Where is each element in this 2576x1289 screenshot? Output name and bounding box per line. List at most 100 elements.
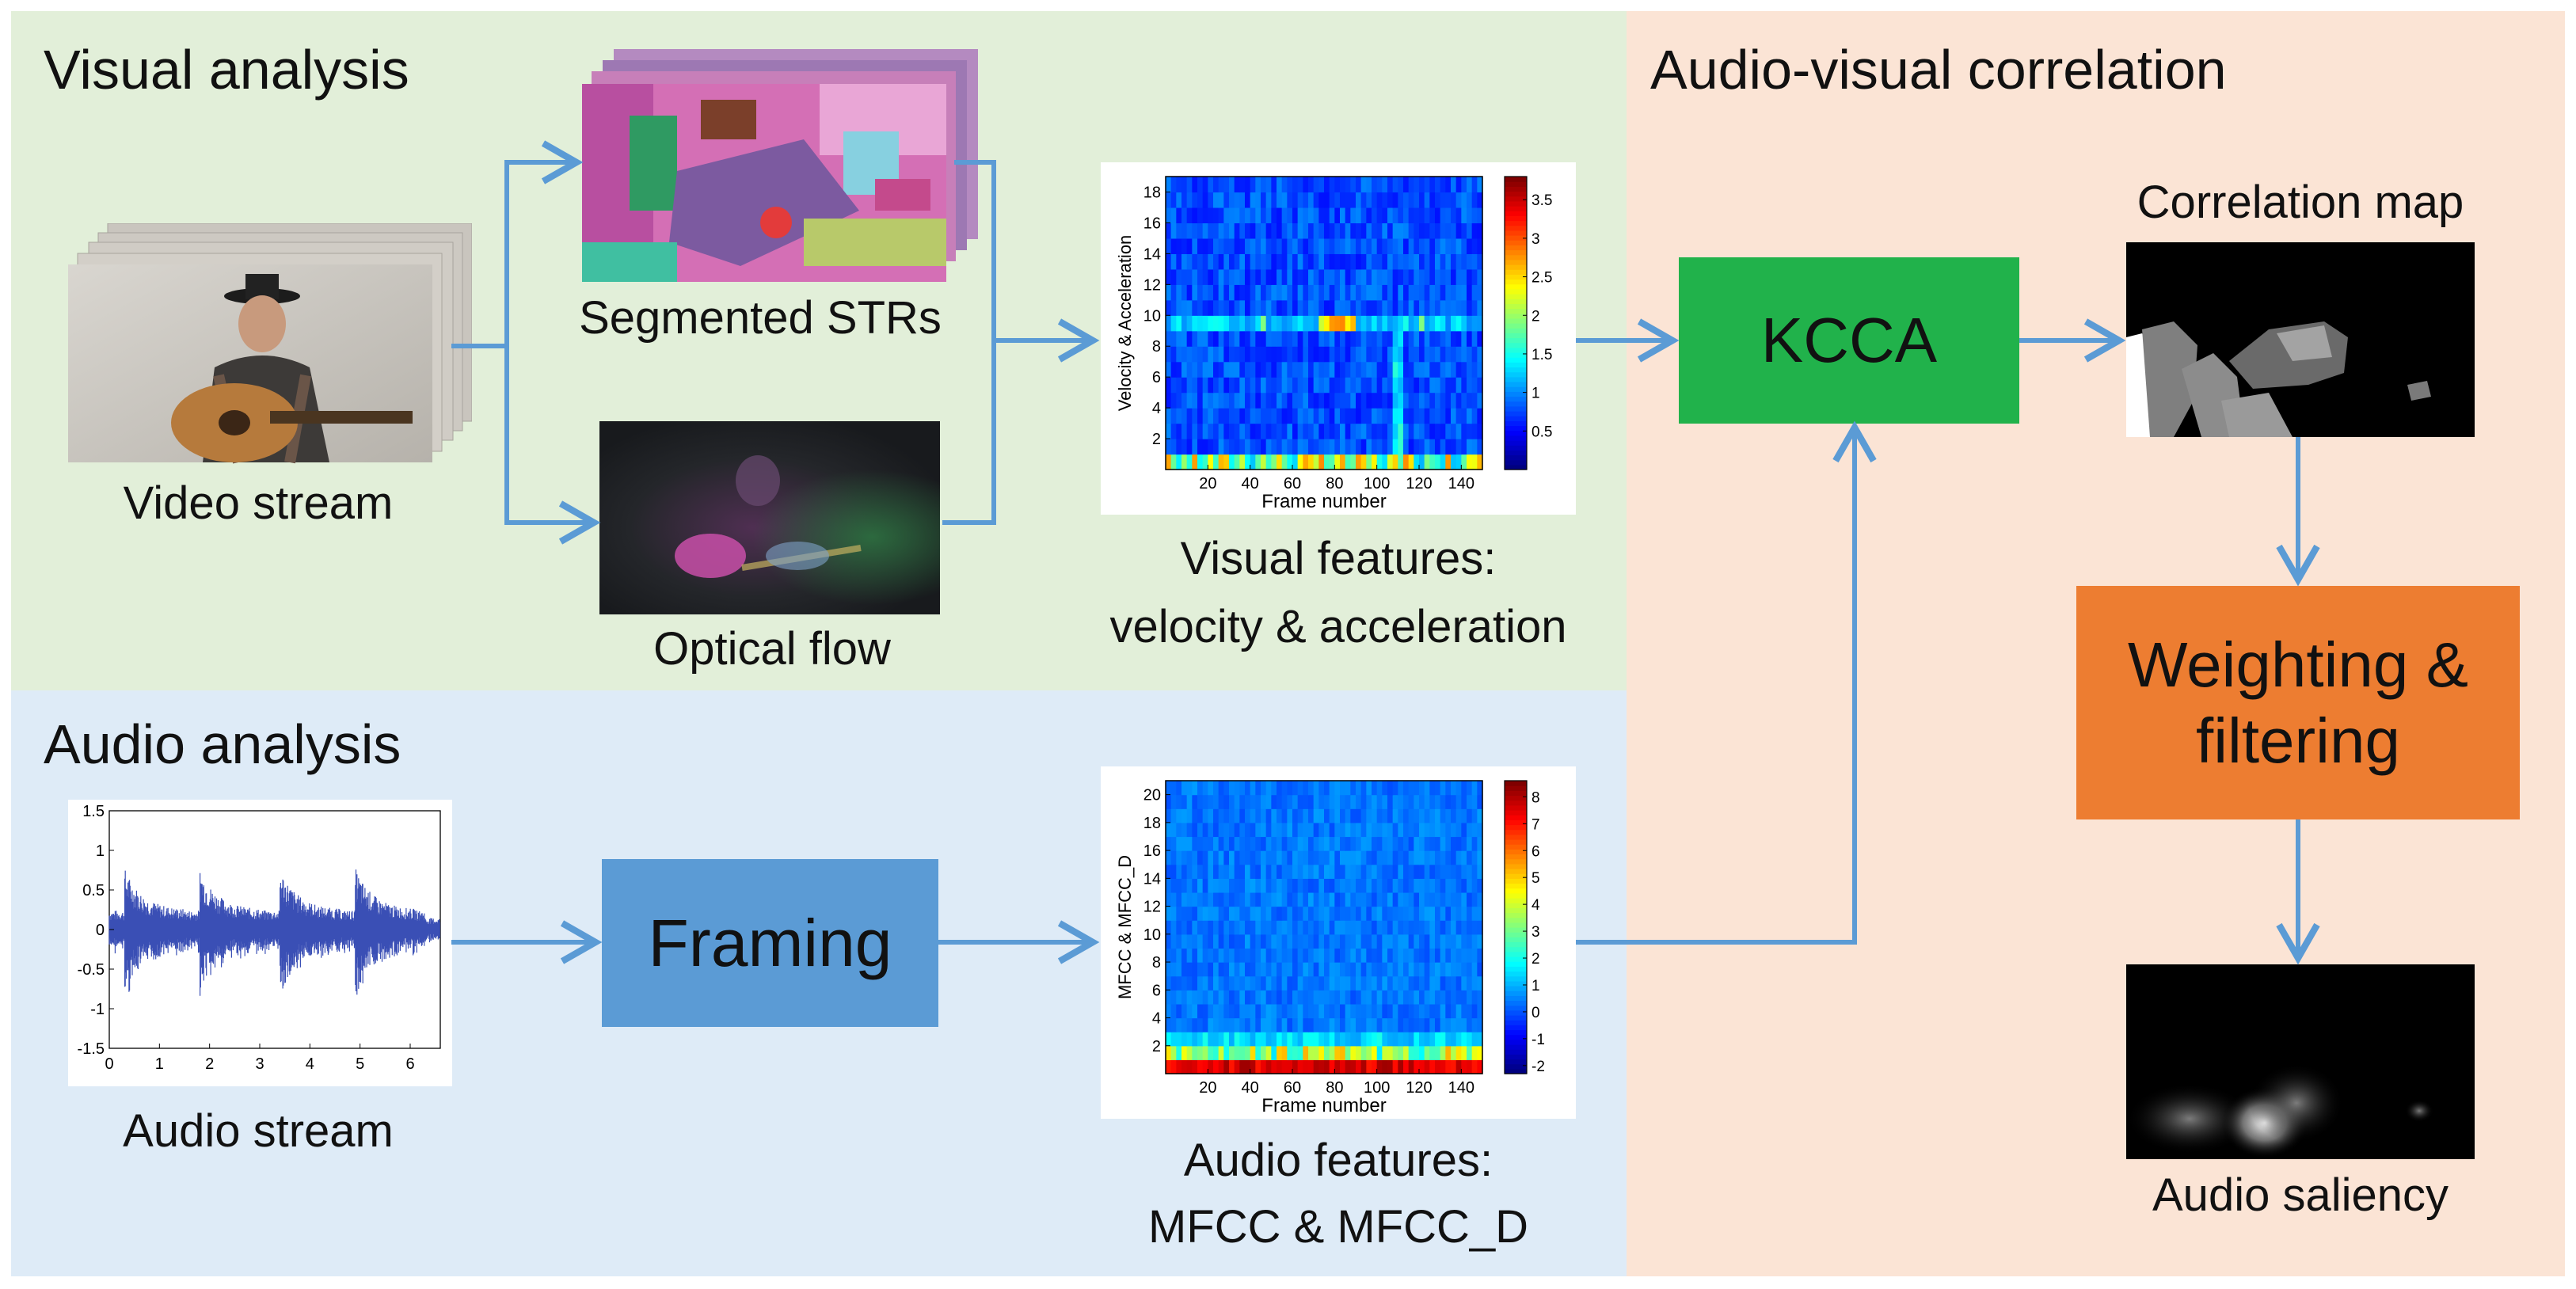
heatmap-cell bbox=[1261, 346, 1267, 363]
heatmap-cell bbox=[1250, 423, 1256, 439]
colorbar-step bbox=[1505, 288, 1527, 295]
heatmap-cell bbox=[1176, 850, 1182, 865]
heatmap-cell bbox=[1265, 315, 1272, 332]
heatmap-cell bbox=[1170, 1003, 1177, 1019]
heatmap-cell bbox=[1303, 454, 1309, 470]
x-tick-label: 80 bbox=[1326, 475, 1343, 492]
heatmap-cell bbox=[1213, 222, 1220, 239]
heatmap-cell bbox=[1398, 906, 1404, 921]
heatmap-cell bbox=[1265, 330, 1272, 347]
heatmap-cell bbox=[1250, 439, 1256, 455]
heatmap-cell bbox=[1277, 361, 1283, 378]
waveform-line bbox=[108, 869, 440, 996]
heatmap-cell bbox=[1414, 346, 1420, 363]
heatmap-cell bbox=[1308, 781, 1315, 796]
heatmap-cell bbox=[1218, 439, 1224, 455]
heatmap-cell bbox=[1419, 439, 1425, 455]
heatmap-cell bbox=[1376, 878, 1383, 893]
heatmap-cell bbox=[1329, 864, 1335, 879]
heatmap-cell bbox=[1297, 238, 1303, 254]
heatmap-cell bbox=[1366, 892, 1372, 907]
heatmap-cell bbox=[1277, 1045, 1283, 1060]
heatmap-cell bbox=[1403, 408, 1410, 424]
kcca-box: KCCA bbox=[1679, 257, 2019, 424]
heatmap-cell bbox=[1467, 192, 1473, 208]
heatmap-cell bbox=[1245, 892, 1251, 907]
heatmap-cell bbox=[1245, 864, 1251, 879]
heatmap-cell bbox=[1429, 864, 1436, 879]
heatmap-cell bbox=[1398, 920, 1404, 935]
heatmap-cell bbox=[1382, 330, 1388, 347]
heatmap-cell bbox=[1229, 284, 1235, 301]
heatmap-cell bbox=[1387, 836, 1394, 851]
heatmap-cell bbox=[1324, 990, 1330, 1005]
heatmap-cell bbox=[1467, 315, 1473, 332]
heatmap-cell bbox=[1318, 1045, 1325, 1060]
heatmap-cell bbox=[1366, 315, 1372, 332]
heatmap-cell bbox=[1403, 836, 1410, 851]
heatmap-cell bbox=[1255, 238, 1261, 254]
heatmap-cell bbox=[1181, 177, 1188, 193]
heatmap-cell bbox=[1271, 822, 1277, 838]
heatmap-cell bbox=[1360, 207, 1367, 224]
heatmap-cell bbox=[1261, 315, 1267, 332]
heatmap-cell bbox=[1186, 439, 1193, 455]
heatmap-cell bbox=[1408, 1017, 1414, 1032]
heatmap-cell bbox=[1281, 268, 1288, 285]
heatmap-cell bbox=[1372, 920, 1378, 935]
heatmap-cell bbox=[1308, 962, 1315, 977]
heatmap-cell bbox=[1202, 361, 1208, 378]
heatmap-cell bbox=[1435, 330, 1441, 347]
heatmap-cell bbox=[1181, 1003, 1188, 1019]
colorbar-step bbox=[1505, 249, 1527, 256]
heatmap-cell bbox=[1213, 346, 1220, 363]
heatmap-cell bbox=[1329, 794, 1335, 809]
heatmap-cell bbox=[1372, 361, 1378, 378]
heatmap-cell bbox=[1350, 284, 1356, 301]
heatmap-cell bbox=[1318, 990, 1325, 1005]
heatmap-cell bbox=[1308, 423, 1315, 439]
heatmap-cell bbox=[1451, 948, 1457, 963]
heatmap-cell bbox=[1208, 933, 1214, 949]
colorbar-step bbox=[1505, 308, 1527, 314]
heatmap-cell bbox=[1360, 361, 1367, 378]
heatmap-cell bbox=[1239, 962, 1246, 977]
x-tick-label: 3 bbox=[255, 1055, 264, 1073]
arrow-segmented-merge bbox=[942, 160, 996, 525]
heatmap-cell bbox=[1223, 408, 1230, 424]
heatmap-cell bbox=[1455, 253, 1462, 270]
colorbar-step bbox=[1505, 464, 1527, 470]
heatmap-cell bbox=[1166, 315, 1172, 332]
heatmap-cell bbox=[1329, 207, 1335, 224]
heatmap-cell bbox=[1387, 1045, 1394, 1060]
heatmap-cell bbox=[1202, 878, 1208, 893]
heatmap-cell bbox=[1350, 238, 1356, 254]
heatmap-cell bbox=[1329, 454, 1335, 470]
heatmap-cell bbox=[1271, 962, 1277, 977]
colorbar-tick-label: 1 bbox=[1532, 386, 1540, 402]
heatmap-cell bbox=[1345, 836, 1351, 851]
heatmap-cell bbox=[1245, 454, 1251, 470]
heatmap-cell bbox=[1265, 933, 1272, 949]
heatmap-cell bbox=[1287, 177, 1293, 193]
heatmap-cell bbox=[1313, 975, 1319, 991]
heatmap-cell bbox=[1308, 836, 1315, 851]
heatmap-cell bbox=[1255, 948, 1261, 963]
colorbar-step bbox=[1505, 254, 1527, 260]
heatmap-cell bbox=[1245, 1059, 1251, 1074]
heatmap-cell bbox=[1429, 222, 1436, 239]
heatmap-cell bbox=[1213, 822, 1220, 838]
heatmap-cell bbox=[1297, 794, 1303, 809]
heatmap-cell bbox=[1213, 423, 1220, 439]
segmented-strs-frames bbox=[582, 49, 978, 282]
heatmap-cell bbox=[1265, 408, 1272, 424]
heatmap-cell bbox=[1451, 222, 1457, 239]
heatmap-cell bbox=[1234, 238, 1240, 254]
heatmap-cell bbox=[1292, 377, 1299, 394]
heatmap-cell bbox=[1208, 878, 1214, 893]
heatmap-cell bbox=[1170, 330, 1177, 347]
heatmap-cell bbox=[1303, 1003, 1309, 1019]
heatmap-cell bbox=[1271, 948, 1277, 963]
heatmap-cell bbox=[1340, 920, 1346, 935]
heatmap-cell bbox=[1186, 850, 1193, 865]
